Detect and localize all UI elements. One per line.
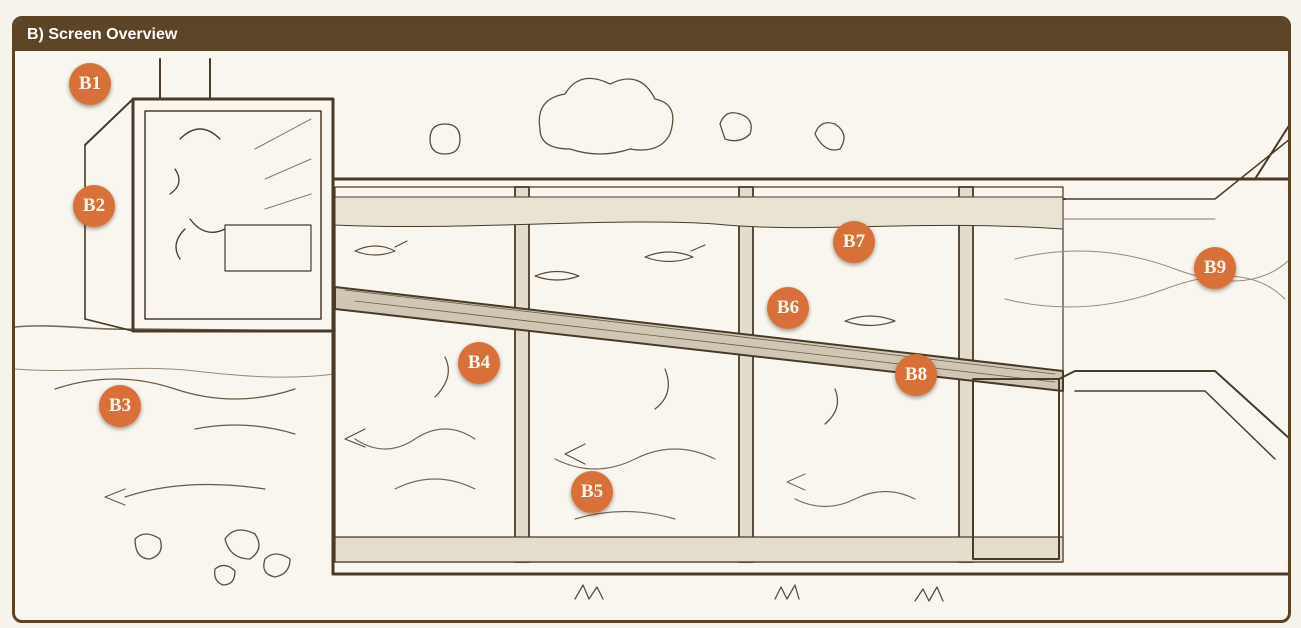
marker-b6: B6: [767, 287, 809, 329]
marker-b8: B8: [895, 354, 937, 396]
marker-b3: B3: [99, 385, 141, 427]
marker-b5: B5: [571, 471, 613, 513]
marker-b7: B7: [833, 221, 875, 263]
outlet-channel: [1005, 124, 1288, 459]
marker-b1: B1: [69, 63, 111, 105]
sloped-screen-panel: [335, 287, 1063, 391]
marker-b4: B4: [458, 342, 500, 384]
riverbed-left: [15, 368, 335, 377]
vegetation: [135, 78, 943, 601]
left-stream: [55, 379, 295, 505]
marker-b2: B2: [73, 185, 115, 227]
screen-sketch-illustration: [15, 19, 1288, 620]
screen-overview-panel: B) Screen Overview: [12, 16, 1291, 623]
marker-b9: B9: [1194, 247, 1236, 289]
water-details: [345, 241, 915, 519]
intake-chamber: [85, 59, 333, 331]
